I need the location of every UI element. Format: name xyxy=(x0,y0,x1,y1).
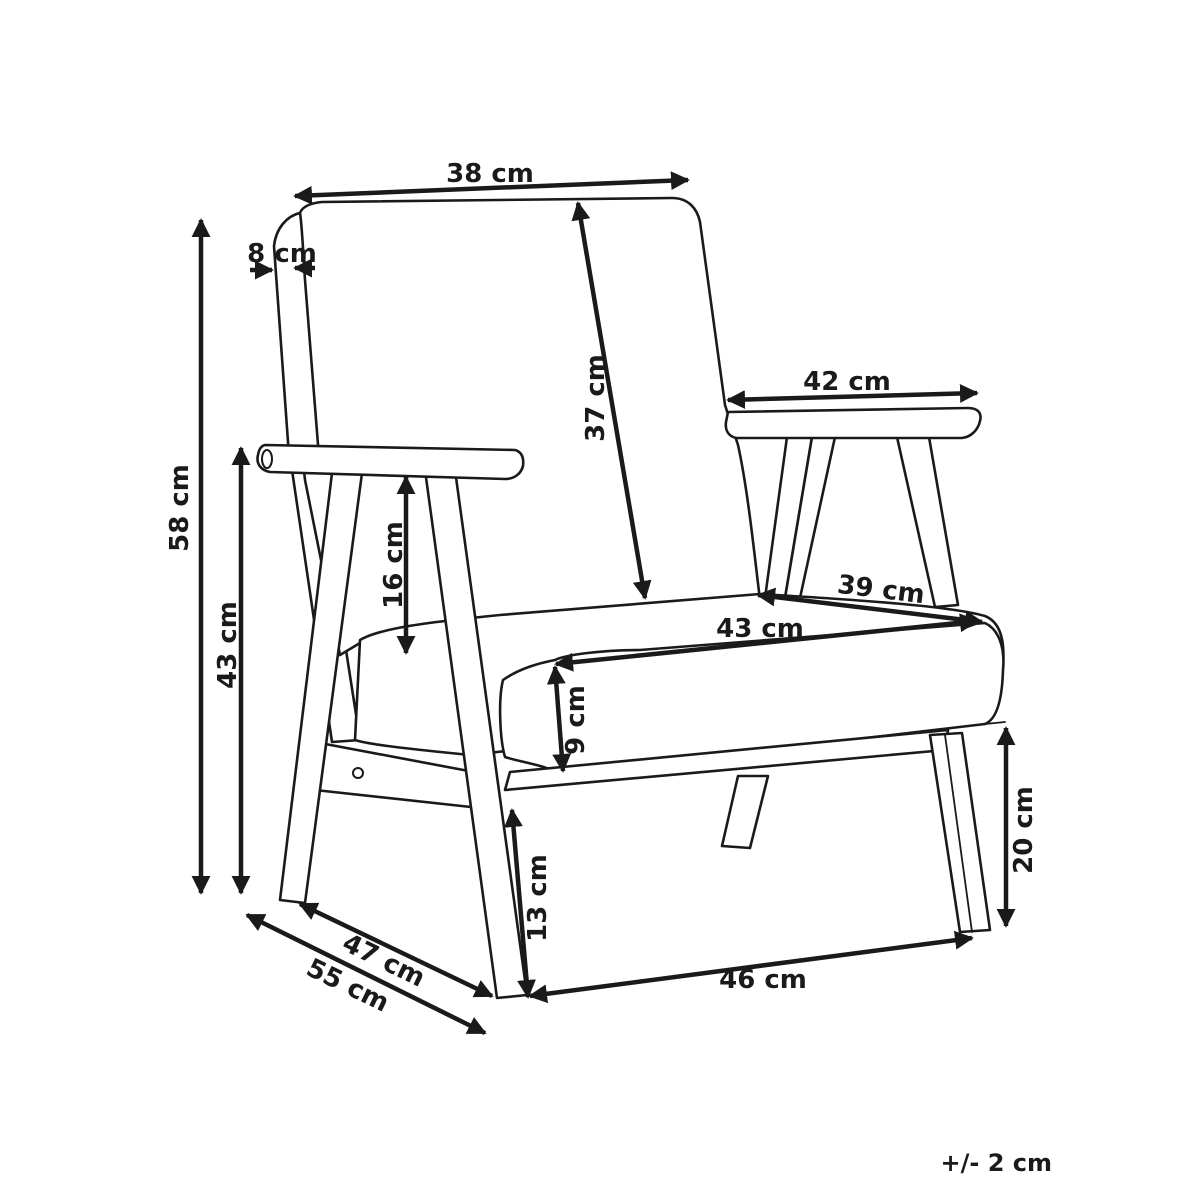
label-armrest-length: 42 cm xyxy=(803,367,891,397)
dim-armrest-length xyxy=(726,384,979,409)
seat-cushion-seam xyxy=(984,721,1006,725)
tolerance-note: +/- 2 cm xyxy=(941,1149,1052,1177)
stretcher-bolt-left xyxy=(352,767,364,779)
label-armrest-height: 43 cm xyxy=(213,601,243,689)
armrest-end-bolt xyxy=(261,449,273,469)
dimension-lines xyxy=(191,171,1016,1036)
label-cushion-thickness: 9 cm xyxy=(561,685,591,755)
dim-backrest-height xyxy=(571,201,652,600)
label-backrest-height: 37 cm xyxy=(581,354,611,442)
dim-total-depth xyxy=(245,912,487,1036)
dim-backrest-width xyxy=(293,171,690,205)
label-total-width: 46 cm xyxy=(719,965,807,995)
left-armrest-top xyxy=(256,443,525,481)
label-armrest-to-seat: 16 cm xyxy=(379,521,409,609)
backrest xyxy=(278,196,762,657)
dim-cushion-thickness xyxy=(546,665,572,773)
dim-leg-clearance xyxy=(504,808,536,999)
dim-seat-width xyxy=(554,613,979,672)
label-leg-clearance: 13 cm xyxy=(523,854,553,942)
label-seat-width: 43 cm xyxy=(716,614,804,644)
dim-total-width xyxy=(528,930,974,1004)
seat-front-rail xyxy=(503,728,950,792)
right-armrest-top xyxy=(724,406,982,440)
label-total-height: 58 cm xyxy=(165,464,195,552)
rear-right-leg xyxy=(720,774,770,850)
front-right-leg xyxy=(928,731,992,934)
label-frame-thickness: 8 cm xyxy=(247,239,317,269)
front-right-leg-edge xyxy=(944,734,973,933)
label-backrest-width: 38 cm xyxy=(446,159,534,189)
label-seat-clearance: 20 cm xyxy=(1009,786,1039,874)
